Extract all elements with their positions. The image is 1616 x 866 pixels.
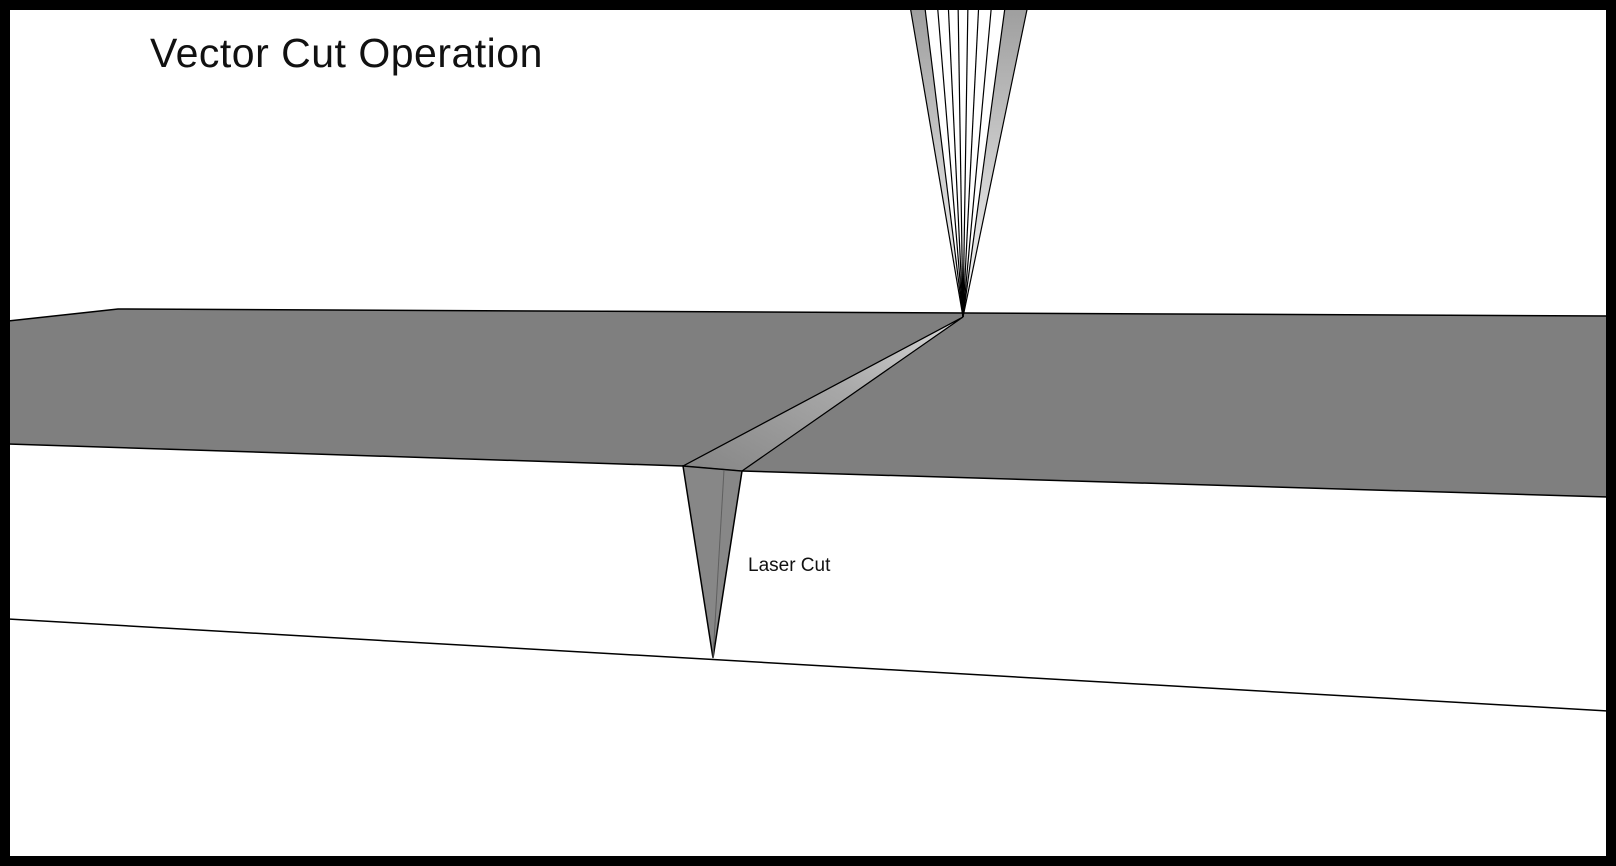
kerf-edges [682, 316, 964, 472]
beam-ray [936, 0, 964, 318]
beam-ray [962, 0, 1030, 318]
beam-ray [962, 0, 993, 318]
beam-ray [908, 0, 964, 318]
material-back-edge [7, 308, 1609, 322]
beam-ray [962, 0, 1007, 318]
laser-beam [908, 0, 1030, 318]
beam-ray [962, 0, 969, 318]
v-cut-groove [682, 465, 743, 659]
material-front-top-edge [7, 443, 1609, 498]
beam-ray [947, 0, 964, 318]
beam-ray [962, 0, 980, 318]
material-bottom-edge [7, 618, 1609, 712]
beam-ray [923, 0, 964, 318]
v-cut-inner-edge [712, 469, 725, 659]
laser-cut-label: Laser Cut [748, 555, 831, 576]
material-front-face [8, 444, 1608, 711]
material-top-face [8, 309, 1608, 497]
beam-ray [957, 0, 964, 318]
diagram-title: Vector Cut Operation [150, 30, 543, 76]
